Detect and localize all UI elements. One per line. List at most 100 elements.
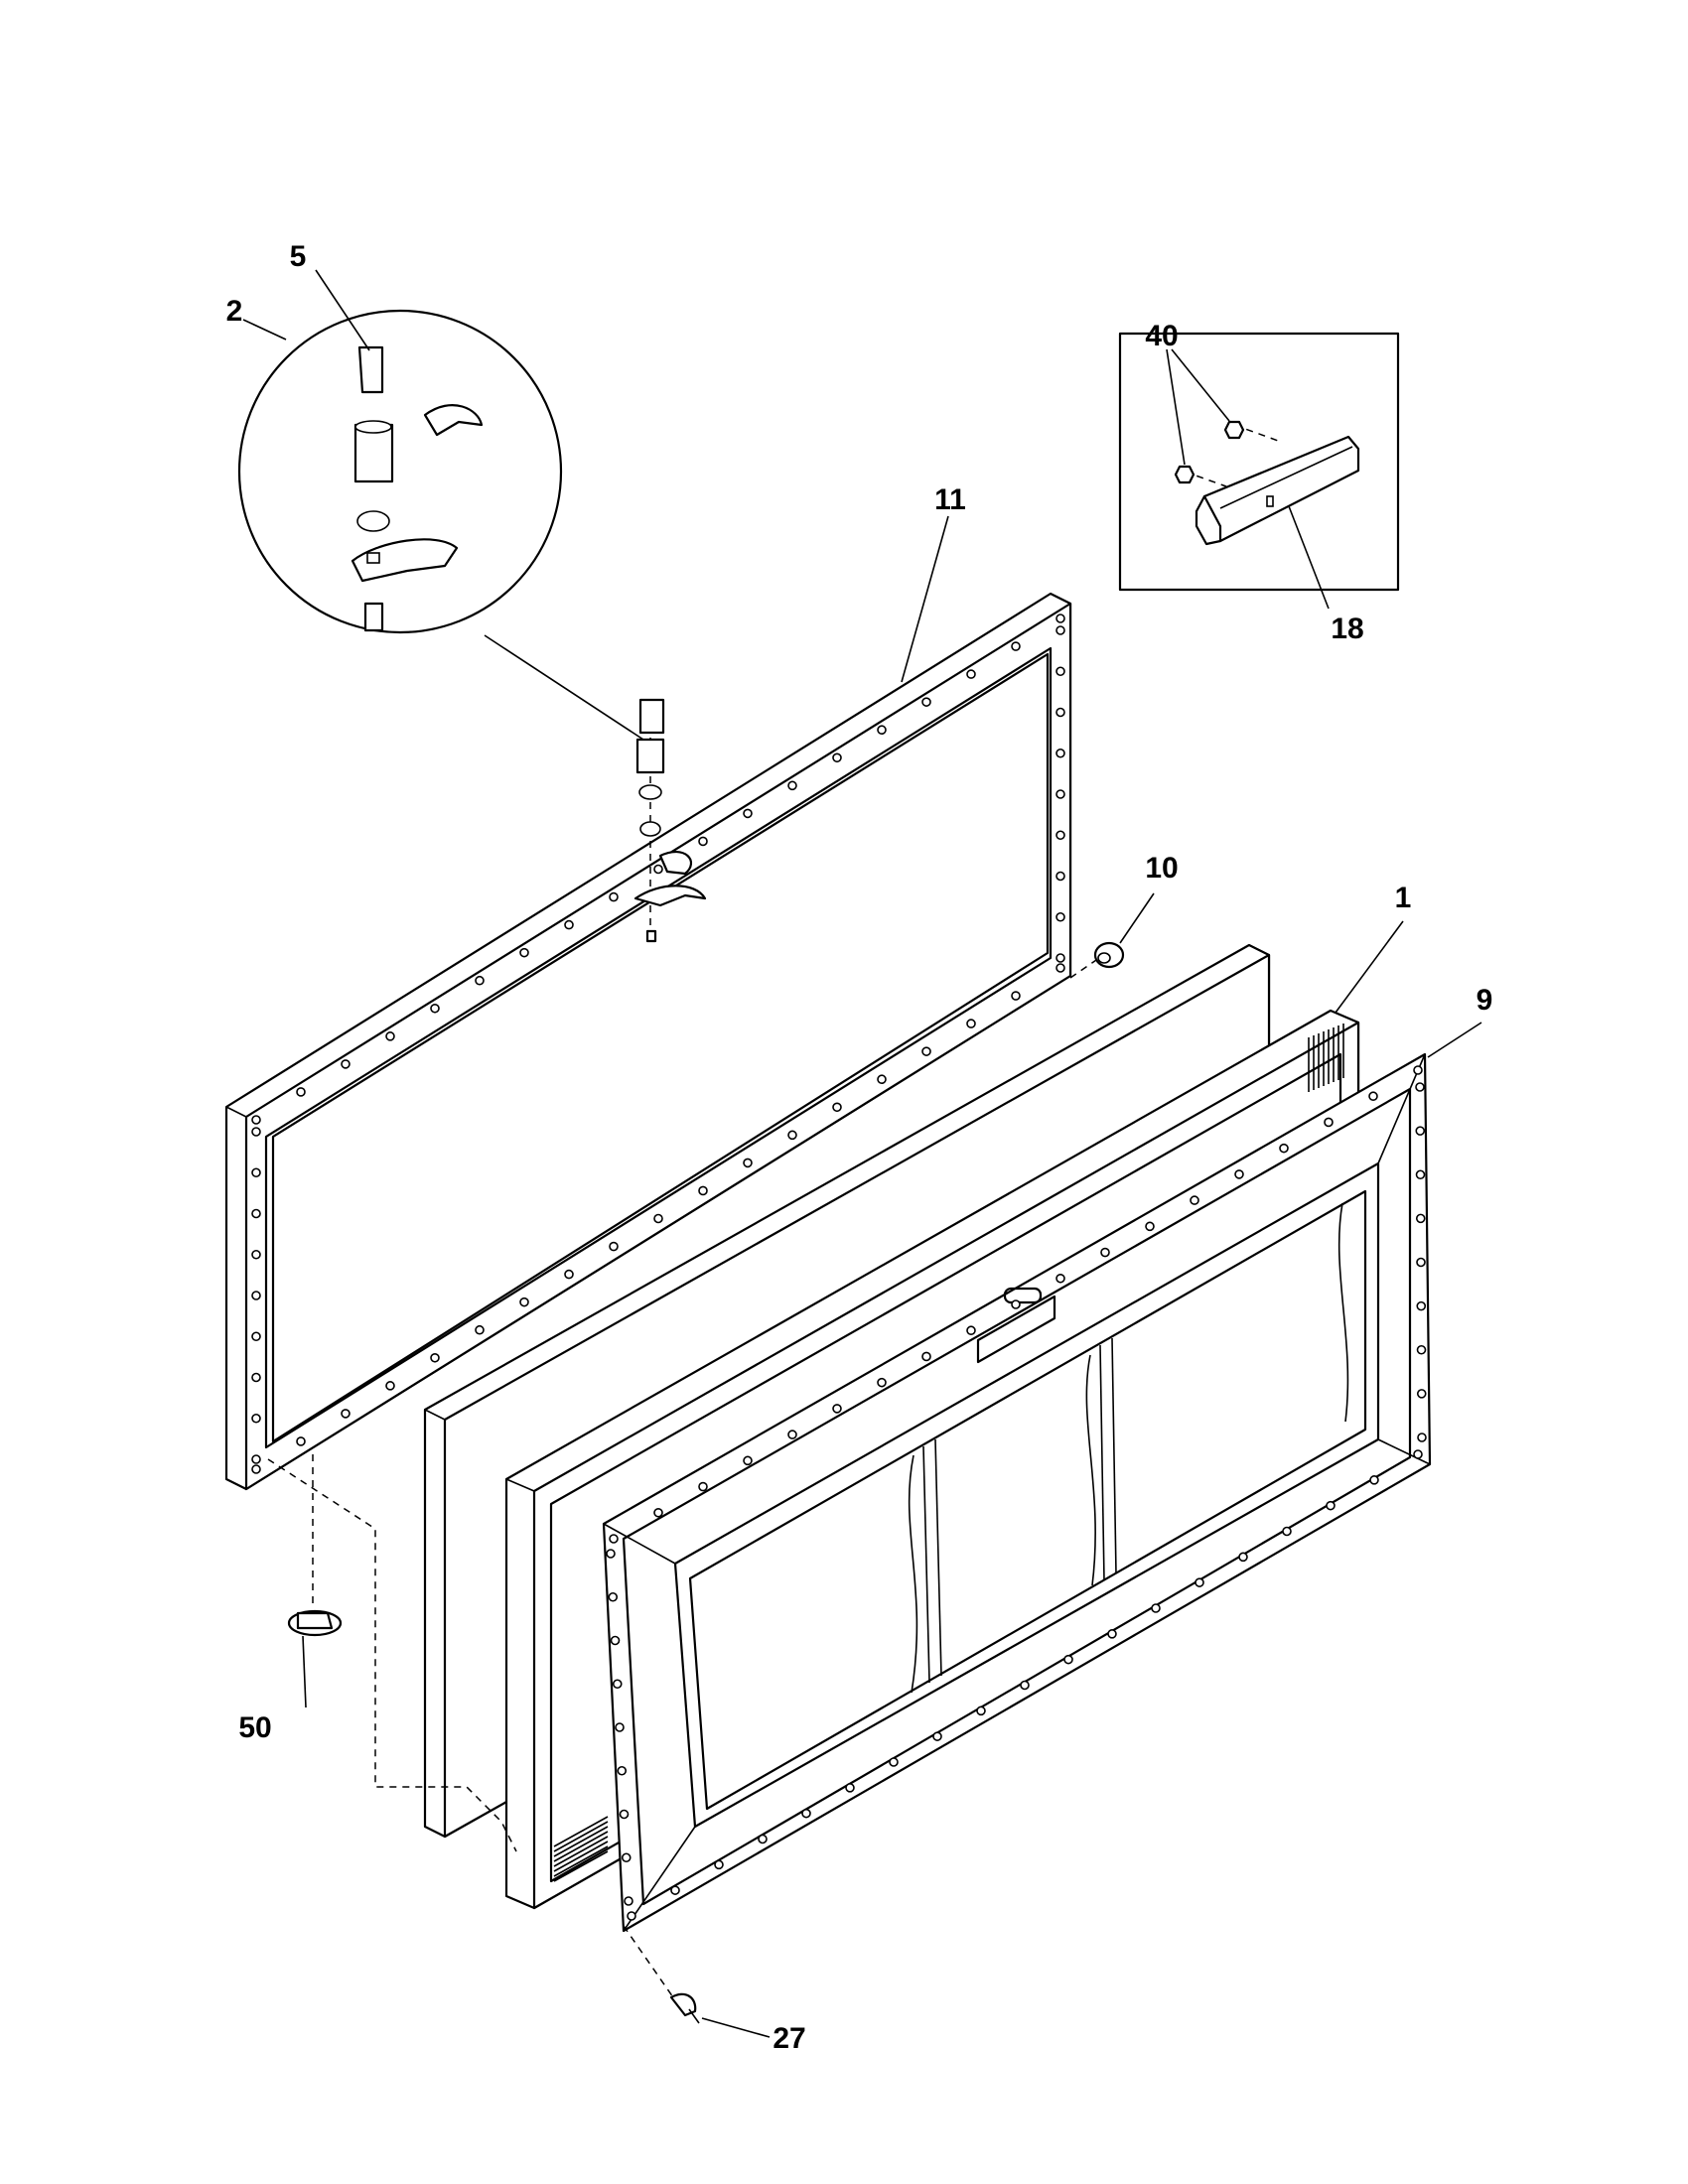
- screw-hole: [921, 697, 931, 707]
- screw-hole: [385, 1031, 395, 1041]
- screw-hole: [251, 1413, 261, 1424]
- screw-hole: [475, 975, 485, 986]
- screw-hole: [787, 1430, 797, 1439]
- screw-hole: [787, 780, 797, 791]
- screw-hole: [743, 808, 753, 819]
- screw-hole: [1055, 830, 1065, 841]
- screw-hole: [251, 1372, 261, 1383]
- screw-hole: [1100, 1247, 1110, 1258]
- screw-hole: [251, 1454, 261, 1464]
- screw-hole: [627, 1911, 636, 1921]
- screw-hole: [801, 1808, 811, 1819]
- screw-hole: [251, 1167, 261, 1178]
- liner-rib: [553, 1816, 609, 1847]
- liner-rib: [553, 1836, 609, 1867]
- screw-hole: [1011, 1299, 1021, 1309]
- callout-10: 10: [1145, 852, 1178, 885]
- screw-hole: [564, 1269, 574, 1280]
- screw-hole: [1324, 1117, 1334, 1128]
- screw-hole: [1055, 1273, 1065, 1284]
- screw-hole: [1413, 1065, 1423, 1075]
- bumper-part-50: [267, 1454, 517, 1852]
- screw-hole: [1055, 789, 1065, 799]
- screw-hole: [564, 919, 574, 930]
- lock-assembly: [633, 698, 707, 943]
- screw-hole: [430, 1352, 440, 1363]
- screw-hole: [1368, 1091, 1378, 1102]
- screw-hole: [877, 725, 887, 736]
- screw-hole: [1011, 641, 1021, 651]
- screw-hole: [617, 1765, 628, 1776]
- screw-hole: [1416, 1300, 1427, 1311]
- screw-hole: [430, 1003, 440, 1014]
- screw-hole: [787, 1130, 797, 1141]
- screw-hole: [743, 1455, 753, 1466]
- screw-hole: [251, 1249, 261, 1260]
- screw-hole: [1151, 1603, 1161, 1613]
- screw-hole: [1055, 911, 1065, 922]
- screw-hole: [877, 1377, 887, 1388]
- screw-hole: [1279, 1143, 1289, 1154]
- gasket-frame-part-11: [224, 592, 1072, 1491]
- callout-50: 50: [238, 1711, 271, 1744]
- screw-hole: [385, 1381, 395, 1391]
- screw-hole: [966, 669, 976, 679]
- screw-hole: [698, 1481, 708, 1492]
- callout-leaders: [242, 269, 1482, 2038]
- screw-hole: [1415, 1213, 1426, 1224]
- screw-hole: [606, 1549, 616, 1559]
- liner-rib: [553, 1831, 609, 1862]
- screw-hole: [608, 1591, 619, 1602]
- screw-hole: [1234, 1169, 1244, 1179]
- screw-hole: [1145, 1221, 1155, 1232]
- liner-rib: [553, 1826, 609, 1857]
- liner-rib: [553, 1850, 609, 1882]
- screw-hole: [758, 1834, 768, 1844]
- screw-hole: [1055, 614, 1065, 623]
- screw-hole: [832, 1102, 842, 1113]
- screw-hole: [519, 1297, 529, 1307]
- screw-hole: [251, 1464, 261, 1474]
- screw-hole: [670, 1885, 680, 1895]
- liner-rib: [553, 1841, 609, 1872]
- screw-hole: [1011, 991, 1021, 1001]
- screw-hole: [1417, 1433, 1427, 1442]
- screw-hole: [1107, 1629, 1117, 1639]
- screw-hole: [251, 1115, 261, 1125]
- screw-hole: [612, 1679, 623, 1690]
- screw-hole: [1415, 1126, 1426, 1136]
- screw-hole: [610, 1635, 621, 1646]
- screw-hole: [1055, 625, 1065, 635]
- screw-hole: [653, 1213, 663, 1224]
- door-trim-part-9: [602, 1052, 1432, 1933]
- screw-hole: [475, 1324, 485, 1335]
- handle-detail-box: [1118, 332, 1400, 592]
- screw-hole: [976, 1706, 986, 1716]
- screw-hole: [1416, 1344, 1427, 1355]
- callout-11: 11: [934, 483, 966, 516]
- callout-27: 27: [773, 2022, 805, 2055]
- screw-hole: [251, 1291, 261, 1300]
- screw-hole: [1055, 871, 1065, 882]
- screw-hole: [609, 1241, 619, 1252]
- screw-hole: [832, 752, 842, 763]
- screw-hole: [1190, 1195, 1199, 1205]
- screw-hole: [966, 1019, 976, 1028]
- screw-hole: [714, 1859, 724, 1870]
- screw-hole: [296, 1087, 306, 1097]
- screw-hole: [1055, 707, 1065, 718]
- screw-hole: [341, 1059, 351, 1069]
- screw-hole: [1416, 1389, 1427, 1399]
- screw-hole: [932, 1731, 942, 1741]
- liner-rib: [553, 1845, 609, 1877]
- screw-hole: [296, 1436, 306, 1446]
- screw-hole: [251, 1208, 261, 1219]
- screw-hole: [619, 1809, 630, 1820]
- callout-2: 2: [226, 295, 243, 328]
- screw-hole: [1055, 963, 1065, 973]
- screw-hole: [615, 1722, 625, 1732]
- screw-hole: [1326, 1500, 1336, 1511]
- screw-hole: [653, 1507, 663, 1518]
- screw-hole: [1415, 1169, 1426, 1180]
